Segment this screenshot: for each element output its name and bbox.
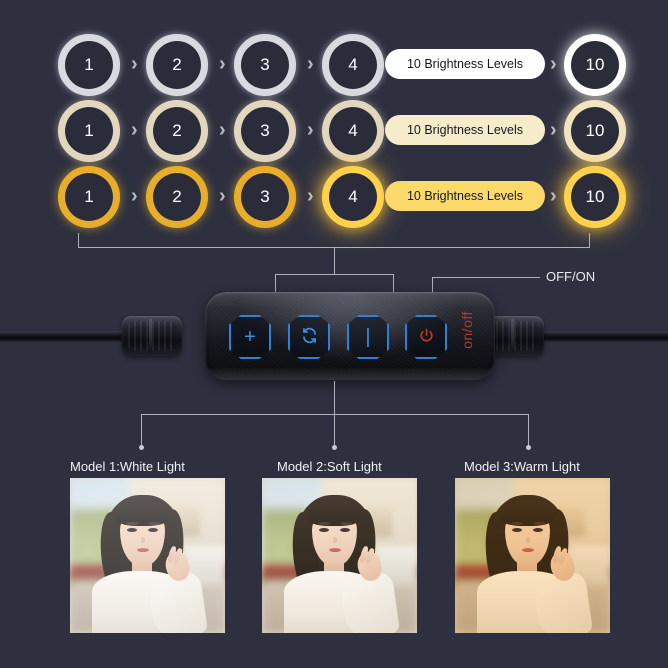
ring-label: 1 — [84, 55, 94, 74]
ring-warm-step-2: 2 — [146, 166, 208, 228]
brightness-up-button[interactable]: + — [229, 315, 271, 359]
ring-soft-step-3: 3 — [234, 100, 296, 162]
leader-to-model-3 — [528, 414, 529, 447]
bracket-riser-right — [589, 233, 590, 247]
ring-white-step-10: 10 — [564, 34, 626, 96]
leader-endpoint-dot — [332, 445, 337, 450]
leader-offon-horizontal — [432, 277, 540, 278]
ring-soft-step-10: 10 — [564, 100, 626, 162]
brightness-levels-pill-warm: 10 Brightness Levels — [385, 181, 545, 211]
photo-scene — [70, 478, 225, 633]
callout-off-on-label: OFF/ON — [546, 269, 596, 284]
ring-label: 2 — [172, 187, 182, 206]
power-cable-right — [530, 331, 668, 342]
chevron-separator-icon: › — [131, 53, 138, 75]
ring-warm-step-1: 1 — [58, 166, 120, 228]
chevron-separator-icon: › — [219, 185, 226, 207]
ring-label: 3 — [260, 55, 270, 74]
leader-to-model-2 — [334, 414, 335, 447]
ring-soft-step-4: 4 — [322, 100, 384, 162]
ring-label: 2 — [172, 55, 182, 74]
brightness-down-button[interactable]: | — [347, 315, 389, 359]
chevron-separator-icon: › — [131, 185, 138, 207]
model-3-label: Model 3:Warm Light — [464, 459, 580, 474]
ring-white-step-1: 1 — [58, 34, 120, 96]
brightness-row-warm: 1 › 2 › 3 › 4 ››› 10 Brightness Levels ›… — [0, 162, 668, 236]
model-2-sample-photo — [262, 478, 417, 633]
model-1-sample-photo — [70, 478, 225, 633]
photo-scene — [455, 478, 610, 633]
bracket-center-stem — [334, 247, 335, 274]
ring-label: 10 — [585, 121, 605, 140]
ring-label: 3 — [260, 121, 270, 140]
on-off-silkscreen-label: on/off — [458, 311, 475, 349]
leader-endpoint-dot — [139, 445, 144, 450]
cycle-arrows-icon — [300, 326, 319, 349]
bracket-riser-left — [78, 233, 79, 247]
photo-scene — [262, 478, 417, 633]
chevron-separator-icon: › — [219, 119, 226, 141]
lower-bracket-stem — [334, 381, 335, 414]
brightness-row-soft: 1 › 2 › 3 › 4 ››› 10 Brightness Levels ›… — [0, 96, 668, 170]
chevron-separator-icon: › — [550, 119, 557, 141]
mode-switch-button[interactable] — [288, 315, 330, 359]
power-cable-left — [0, 331, 136, 342]
chevron-separator-icon: › — [550, 185, 557, 207]
ring-warm-step-4: 4 — [322, 166, 384, 228]
inline-controller-module: + | on/off — [205, 292, 495, 380]
brightness-levels-pill-white: 10 Brightness Levels — [385, 49, 545, 79]
power-icon — [418, 327, 435, 348]
ring-soft-step-1: 1 — [58, 100, 120, 162]
ring-warm-step-3: 3 — [234, 166, 296, 228]
ring-label: 1 — [84, 187, 94, 206]
brightness-row-white: 1 › 2 › 3 › 4 ››› 10 Brightness Levels ›… — [0, 30, 668, 104]
leader-endpoint-dot — [526, 445, 531, 450]
model-2-label: Model 2:Soft Light — [277, 459, 382, 474]
brightness-levels-pill-soft: 10 Brightness Levels — [385, 115, 545, 145]
minus-icon: | — [365, 326, 371, 348]
chevron-separator-icon: › — [219, 53, 226, 75]
photo-subject — [262, 478, 417, 633]
ring-white-step-3: 3 — [234, 34, 296, 96]
ring-warm-step-10: 10 — [564, 166, 626, 228]
ring-label: 1 — [84, 121, 94, 140]
model-3-sample-photo — [455, 478, 610, 633]
chevron-separator-icon: › — [307, 53, 314, 75]
leader-to-model-1 — [141, 414, 142, 447]
plus-icon: + — [244, 326, 256, 348]
ring-white-step-2: 2 — [146, 34, 208, 96]
ring-white-step-4: 4 — [322, 34, 384, 96]
photo-subject — [70, 478, 225, 633]
ring-soft-step-2: 2 — [146, 100, 208, 162]
cable-connector-left — [122, 316, 182, 356]
bracket-horizontal-buttons — [275, 274, 394, 275]
lower-bracket-horizontal — [141, 414, 529, 415]
chevron-separator-icon: › — [131, 119, 138, 141]
ring-label: 3 — [260, 187, 270, 206]
chevron-separator-icon: › — [550, 53, 557, 75]
ring-label: 10 — [585, 55, 605, 74]
power-button[interactable] — [405, 315, 447, 359]
photo-subject — [455, 478, 610, 633]
chevron-separator-icon: › — [307, 119, 314, 141]
model-1-label: Model 1:White Light — [70, 459, 185, 474]
ring-label: 2 — [172, 121, 182, 140]
ring-label: 4 — [348, 187, 358, 206]
ring-label: 4 — [348, 121, 358, 140]
ring-label: 10 — [585, 187, 605, 206]
chevron-separator-icon: › — [307, 185, 314, 207]
ring-label: 4 — [348, 55, 358, 74]
